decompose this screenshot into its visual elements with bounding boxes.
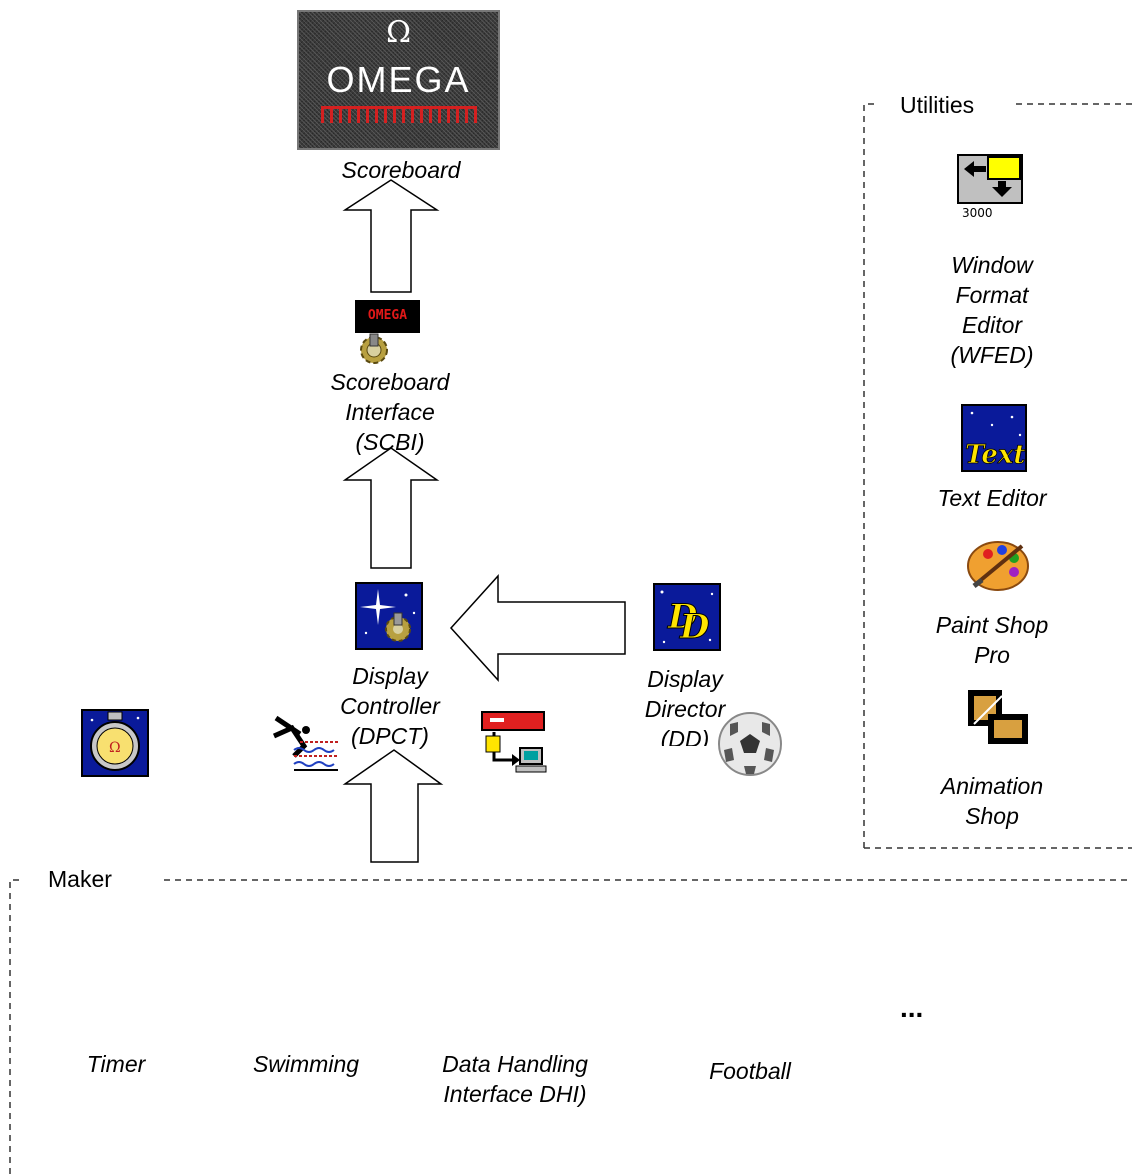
text-editor-label: Text Editor xyxy=(937,485,1047,511)
animation-shop-label-line: Animation xyxy=(940,773,1044,799)
dd-label-line: (DD) xyxy=(660,726,710,746)
wfed-label-line: Window xyxy=(951,252,1033,278)
text-editor-icon: Text xyxy=(961,404,1027,472)
svg-text:D: D xyxy=(679,607,710,647)
utilities-title: Utilities xyxy=(892,92,983,118)
arrow-up-to-scbi xyxy=(342,447,440,569)
display-controller-icon xyxy=(355,582,423,650)
swimming-label: Swimming xyxy=(252,1051,360,1077)
arrow-up-to-dpct xyxy=(342,749,444,863)
text-editor-icon-text: Text xyxy=(965,440,1025,470)
wfed-label-line: (WFED) xyxy=(950,342,1034,368)
soccer-ball-icon xyxy=(718,712,782,776)
dd-label-line: Director xyxy=(644,696,726,722)
palette-icon xyxy=(967,541,1029,591)
arrow-up-to-scoreboard xyxy=(342,179,440,293)
wfed-icon-text: 3000 xyxy=(962,206,993,220)
dpct-label-line: (DPCT) xyxy=(351,723,429,749)
film-icon xyxy=(968,690,1028,744)
stopwatch-icon: Ω xyxy=(81,709,149,777)
display-director-icon: D D xyxy=(653,583,721,651)
football-label: Football xyxy=(709,1058,791,1084)
wfed-label-line: Format xyxy=(955,282,1029,308)
svg-text:D: D xyxy=(667,597,698,637)
dhi-label-line: Interface DHI) xyxy=(443,1081,587,1107)
dhi-label-line: Data Handling xyxy=(442,1051,588,1077)
computer-icon xyxy=(481,711,547,773)
omega-scoreboard-icon: Ω OMEGA xyxy=(297,10,500,150)
wfed-label-line: Editor xyxy=(961,312,1023,338)
ellipsis-more: ... xyxy=(900,992,924,1023)
arrow-left-to-dpct xyxy=(449,574,626,682)
scbi-label-line: Interface xyxy=(345,399,435,425)
maker-title: Maker xyxy=(40,866,120,892)
scbi-label-line: Scoreboard xyxy=(330,369,450,395)
scoreboard-label: Scoreboard xyxy=(341,157,461,183)
dpct-label-line: Display xyxy=(352,663,428,689)
animation-shop-label-line: Shop xyxy=(965,803,1019,829)
scbi-label-line: (SCBI) xyxy=(355,429,425,455)
scoreboard-logo-text: OMEGA xyxy=(326,59,471,100)
dd-label-line: Display xyxy=(647,666,723,692)
swimmer-icon xyxy=(272,715,338,771)
paint-shop-label-line: Pro xyxy=(974,642,1010,668)
scbi-icon-text: OMEGA xyxy=(367,308,408,323)
scbi-omega-icon: OMEGA xyxy=(355,300,420,333)
window-format-icon: 3000 xyxy=(957,154,1023,220)
timer-label: Timer xyxy=(86,1051,146,1077)
gear-icon xyxy=(360,333,388,364)
svg-text:Ω: Ω xyxy=(109,740,121,756)
paint-shop-label-line: Paint Shop xyxy=(935,612,1049,638)
dpct-label-line: Controller xyxy=(340,693,440,719)
